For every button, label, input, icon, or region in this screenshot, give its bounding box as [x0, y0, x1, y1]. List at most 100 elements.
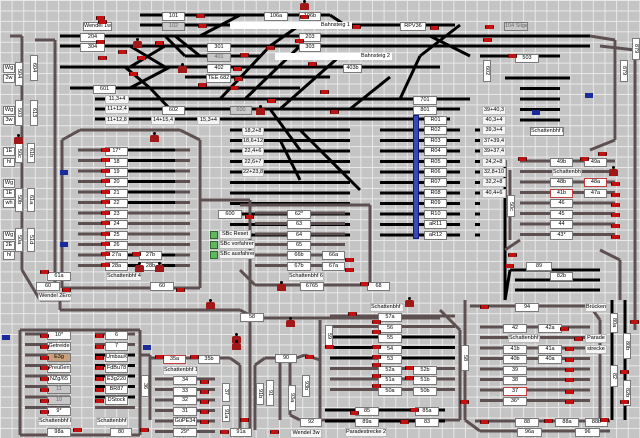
- block-label[interactable]: 10: [47, 396, 71, 405]
- block-label[interactable]: 45: [550, 210, 573, 219]
- block-label[interactable]: RPV36: [400, 22, 426, 31]
- block-label[interactable]: 33: [173, 387, 197, 396]
- train-car[interactable]: [95, 345, 104, 349]
- block-label[interactable]: 59: [325, 325, 333, 347]
- train-car[interactable]: [600, 418, 609, 422]
- block-label[interactable]: 93b: [302, 375, 310, 397]
- block-label[interactable]: Schattenbhf 8: [530, 127, 564, 136]
- train-car[interactable]: [372, 374, 381, 378]
- train-car[interactable]: [95, 334, 104, 338]
- block-label[interactable]: GüPE34: [173, 417, 197, 426]
- block-label[interactable]: 41a: [538, 345, 562, 354]
- block-label[interactable]: 41b: [503, 345, 527, 354]
- block-label[interactable]: 82: [610, 365, 618, 387]
- train-car[interactable]: [620, 370, 629, 374]
- block-label[interactable]: 82b: [550, 272, 573, 281]
- block-label[interactable]: BR87: [105, 385, 128, 394]
- train-car[interactable]: [40, 345, 49, 349]
- train-car[interactable]: [95, 388, 104, 392]
- train-car[interactable]: [95, 399, 104, 403]
- block-label[interactable]: 879: [632, 38, 640, 60]
- block-label[interactable]: 94: [515, 303, 539, 312]
- train-car[interactable]: [40, 270, 49, 274]
- block-label[interactable]: Wg: [3, 64, 15, 73]
- block-label[interactable]: 401: [207, 53, 231, 62]
- block-label[interactable]: 38: [503, 376, 527, 385]
- block-label[interactable]: E3g: [47, 353, 71, 362]
- block-label[interactable]: 67a: [322, 262, 345, 271]
- block-label[interactable]: Umbau/6: [105, 353, 128, 362]
- block-label[interactable]: 55: [378, 334, 402, 343]
- block-label[interactable]: 61a: [47, 272, 71, 281]
- train-car[interactable]: [176, 288, 185, 292]
- block-label[interactable]: 2w: [3, 74, 15, 83]
- train-car[interactable]: [405, 366, 414, 370]
- block-label[interactable]: 48a: [584, 178, 607, 187]
- block-label[interactable]: 31: [173, 407, 197, 416]
- train-car[interactable]: [372, 355, 381, 359]
- block-label[interactable]: R08: [424, 189, 447, 198]
- block-label[interactable]: 37: [222, 383, 230, 402]
- block-label[interactable]: 63: [287, 220, 311, 229]
- train-car[interactable]: [101, 221, 110, 225]
- block-label[interactable]: 48b: [550, 178, 573, 187]
- block-label[interactable]: 57a: [378, 313, 402, 322]
- block-label[interactable]: R04: [424, 147, 447, 156]
- train-car[interactable]: [352, 25, 361, 29]
- block-label[interactable]: 50c: [15, 143, 23, 163]
- train-car[interactable]: [565, 347, 574, 351]
- train-car[interactable]: [565, 358, 574, 362]
- block-label[interactable]: 88: [515, 418, 539, 427]
- train-car[interactable]: [267, 99, 276, 103]
- block-label[interactable]: 90: [275, 354, 297, 363]
- block-label[interactable]: 47a: [584, 189, 607, 198]
- block-label[interactable]: 50a: [15, 228, 23, 252]
- train-car[interactable]: [480, 305, 489, 309]
- train-car[interactable]: [137, 56, 146, 60]
- block-label[interactable]: 879: [620, 60, 628, 82]
- block-label[interactable]: hl: [3, 158, 15, 167]
- train-car[interactable]: [200, 380, 209, 384]
- block-label[interactable]: R10: [424, 210, 447, 219]
- block-label[interactable]: 66b: [287, 251, 311, 260]
- block-label[interactable]: 402: [207, 64, 231, 73]
- train-car[interactable]: [508, 253, 517, 257]
- block-label[interactable]: 50b: [15, 188, 23, 212]
- block-label[interactable]: 52b: [413, 366, 437, 375]
- block-label[interactable]: 58: [461, 345, 469, 371]
- train-car[interactable]: [483, 38, 492, 42]
- train-car[interactable]: [62, 288, 71, 292]
- block-label[interactable]: 3w: [3, 116, 15, 125]
- block-label[interactable]: 88a: [555, 418, 579, 427]
- block-label[interactable]: 66a: [322, 251, 345, 260]
- train-car[interactable]: [611, 224, 620, 228]
- block-label[interactable]: 51d: [27, 228, 35, 252]
- block-label[interactable]: 9*: [47, 407, 71, 416]
- block-label[interactable]: 35a: [163, 355, 186, 364]
- signal-icon[interactable]: [256, 105, 265, 115]
- train-car[interactable]: [565, 368, 574, 372]
- train-car[interactable]: [132, 252, 141, 256]
- block-label[interactable]: 1E: [3, 189, 15, 198]
- train-car[interactable]: [565, 378, 574, 382]
- sbc-ausfahren-button[interactable]: [210, 251, 218, 259]
- block-label[interactable]: 60: [36, 282, 60, 291]
- train-car[interactable]: [40, 334, 49, 338]
- train-car[interactable]: [95, 377, 104, 381]
- train-car[interactable]: [620, 400, 629, 404]
- block-label[interactable]: 106a: [264, 12, 288, 21]
- train-car[interactable]: [480, 420, 489, 424]
- block-label[interactable]: 203: [299, 33, 321, 42]
- train-car[interactable]: [372, 330, 381, 334]
- sbc-ausfahren-label[interactable]: SBc ausfahren: [219, 250, 255, 259]
- block-label[interactable]: 80: [110, 428, 132, 437]
- train-car[interactable]: [345, 258, 354, 262]
- block-label[interactable]: 41b: [550, 189, 573, 198]
- signal-icon[interactable]: [277, 281, 286, 291]
- block-label[interactable]: Wendel 1w: [83, 22, 112, 31]
- train-car[interactable]: [580, 157, 589, 161]
- train-car[interactable]: [345, 268, 354, 272]
- train-car[interactable]: [220, 430, 229, 434]
- block-label[interactable]: 98a: [47, 428, 71, 437]
- train-car[interactable]: [372, 384, 381, 388]
